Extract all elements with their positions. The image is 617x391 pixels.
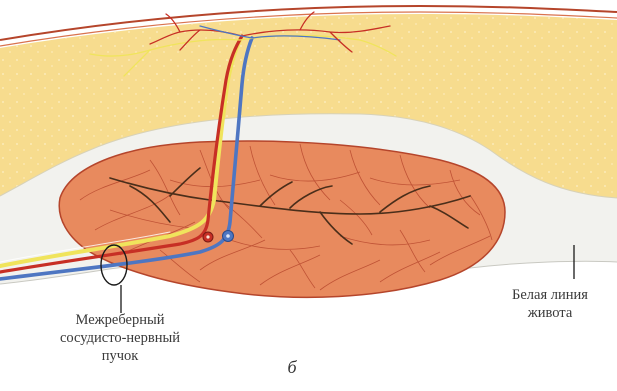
intercostal-bundle-label: Межреберный сосудисто-нервный пучок (20, 311, 220, 365)
artery-lumen (206, 235, 209, 238)
figure-letter: б (272, 357, 312, 378)
linea-alba-label: Белая линия живота (488, 286, 612, 322)
vein-lumen (226, 234, 230, 238)
